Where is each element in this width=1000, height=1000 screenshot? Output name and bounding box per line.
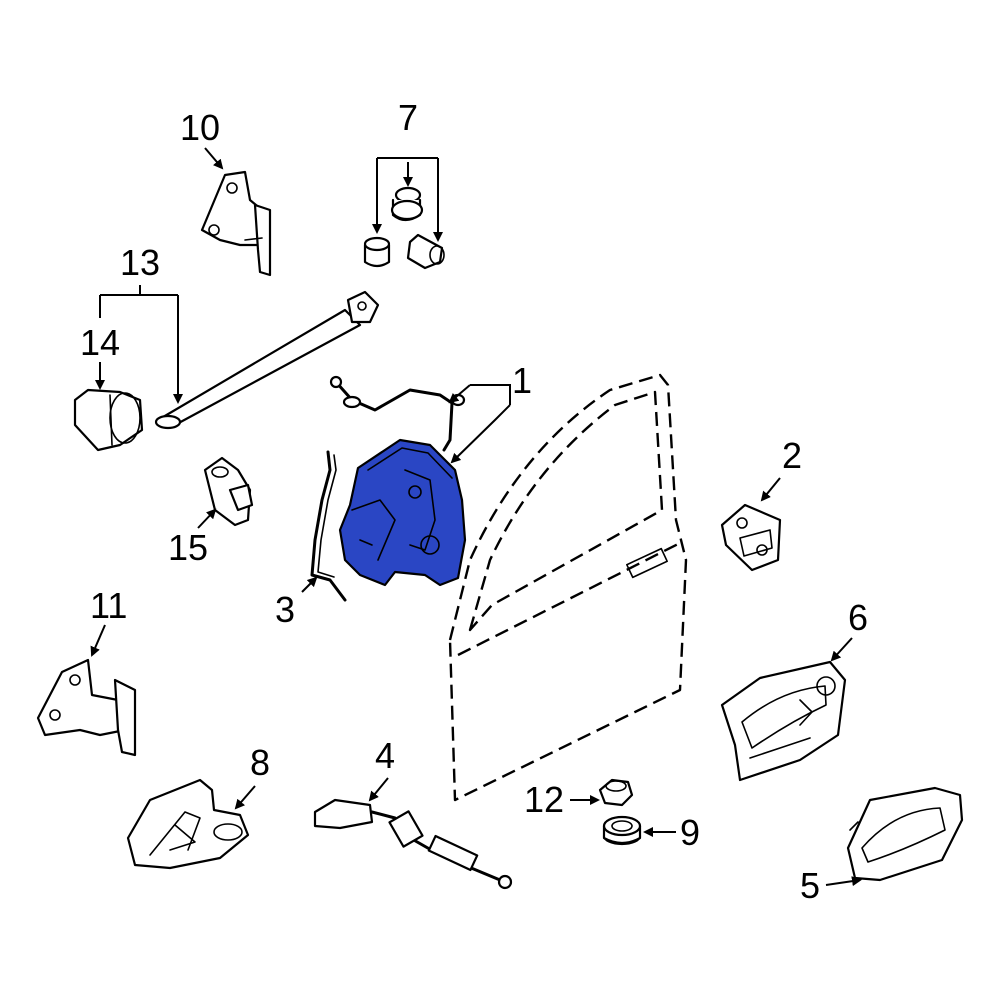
callout-15: 15 [168, 527, 208, 568]
callout-8: 8 [250, 742, 270, 783]
callout-14: 14 [80, 322, 120, 363]
callout-13: 13 [120, 242, 160, 283]
part-7-plugs[interactable] [363, 186, 445, 270]
callout-11: 11 [90, 585, 127, 626]
part-10-upper-hinge[interactable] [200, 170, 272, 277]
callout-12: 12 [524, 779, 564, 820]
callout-3: 3 [275, 589, 295, 630]
part-3-lock-rod[interactable] [310, 450, 347, 602]
callout-1: 1 [512, 360, 532, 401]
part-4-release-cable[interactable] [313, 798, 513, 890]
callout-9: 9 [680, 812, 700, 853]
part-9-plug[interactable] [602, 815, 642, 846]
part-13-check-arm[interactable] [154, 290, 380, 430]
callout-4: 4 [375, 735, 395, 776]
part-15-bracket[interactable] [203, 456, 254, 527]
leader-lines [90, 147, 862, 887]
door-outline [448, 373, 688, 802]
callout-labels: 1 2 3 4 5 6 7 8 9 10 11 12 13 14 15 [80, 97, 868, 906]
callout-10: 10 [180, 107, 220, 148]
part-1-door-lock-actuator[interactable] [329, 375, 467, 587]
callout-5: 5 [800, 865, 820, 906]
callout-2: 2 [782, 435, 802, 476]
part-2-door-striker[interactable] [720, 503, 782, 572]
part-5-outside-handle[interactable] [846, 786, 964, 882]
part-11-lower-hinge[interactable] [36, 658, 137, 757]
part-12-bolt[interactable] [598, 778, 634, 807]
part-14-boot[interactable] [73, 388, 144, 452]
callout-7: 7 [398, 97, 418, 138]
callout-6: 6 [848, 597, 868, 638]
part-6-handle-carrier[interactable] [720, 660, 847, 782]
part-8-inside-handle[interactable] [126, 778, 250, 870]
